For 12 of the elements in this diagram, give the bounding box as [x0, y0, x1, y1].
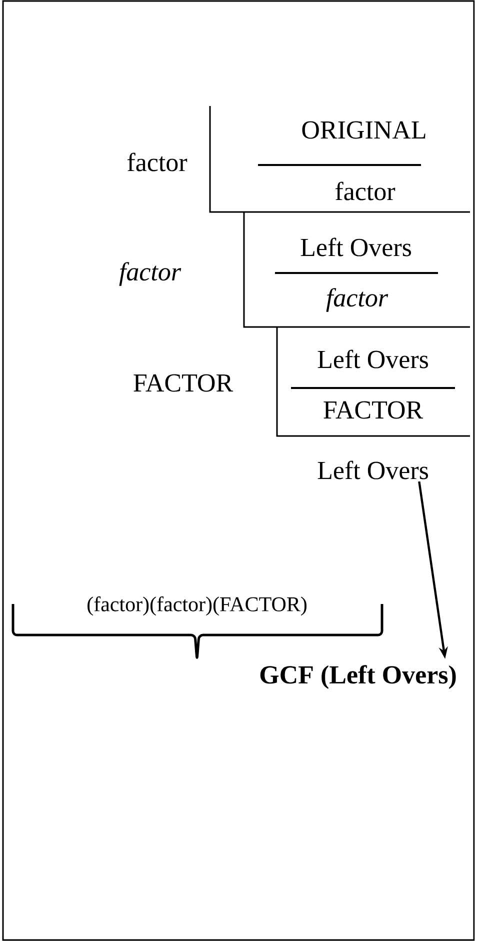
text-label: Left Overs [318, 350, 428, 368]
text-label: factor [119, 262, 182, 286]
text-label: GCF (Left Overs) [260, 665, 456, 689]
text-label: FACTOR [324, 401, 424, 419]
text-label: FACTOR [134, 374, 234, 392]
text-label: Left Overs [300, 238, 411, 256]
text-label: factor [128, 152, 188, 172]
text-label: factor [335, 182, 396, 200]
text-label: factor [326, 288, 388, 312]
text-label: Left Overs [318, 460, 428, 480]
text-label: (factor)(factor)(FACTOR) [88, 596, 306, 616]
text-label: ORIGINAL [302, 121, 426, 139]
